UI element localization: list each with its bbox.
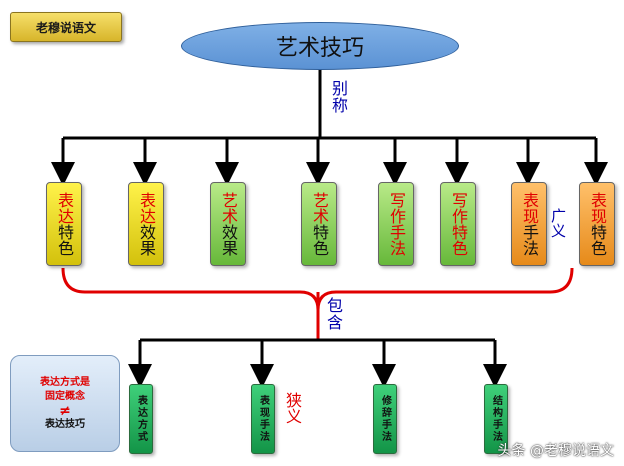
top-item-line1: 艺术 (219, 192, 238, 224)
bottom-item-label: 修辞手法 (379, 395, 391, 443)
top-item-line2: 手法 (520, 224, 539, 256)
top-item-box: 表达特色 (46, 182, 82, 266)
bottom-item-label: 表现手法 (257, 395, 269, 443)
top-item-line1: 写作 (387, 192, 406, 224)
broad-label: 广义 (549, 208, 567, 238)
bottom-item-box: 结构手法 (484, 384, 508, 454)
author-tag: 老穆说语文 (10, 12, 122, 42)
top-item-box: 艺术效果 (210, 182, 246, 266)
top-item-box: 表现手法 (511, 182, 547, 266)
bottom-item-box: 表达方式 (129, 384, 153, 454)
top-item-box: 表现特色 (579, 182, 615, 266)
note-line2: 固定概念 (45, 390, 85, 402)
top-item-line1: 艺术 (310, 192, 329, 224)
top-item-box: 艺术特色 (301, 182, 337, 266)
top-item-line2: 效果 (219, 224, 238, 256)
top-item-line1: 表达 (55, 192, 74, 224)
note-line3: 表达技巧 (45, 418, 85, 430)
top-item-line1: 表达 (137, 192, 156, 224)
bottom-item-label: 结构手法 (490, 395, 502, 443)
top-item-line2: 特色 (55, 224, 74, 256)
root-node-label: 艺术技巧 (275, 36, 364, 61)
watermark: 头条 @老穆说语文 (497, 443, 614, 459)
top-item-line1: 表现 (588, 192, 607, 224)
not-equal-symbol: ≠ (59, 402, 71, 419)
top-arrows (51, 138, 608, 186)
top-item-box: 表达效果 (128, 182, 164, 266)
top-item-line1: 表现 (520, 192, 539, 224)
top-item-box: 写作手法 (378, 182, 414, 266)
bottom-arrows (128, 340, 507, 388)
bottom-item-box: 表现手法 (251, 384, 275, 454)
note-line1: 表达方式是 (40, 376, 90, 388)
top-item-box: 写作特色 (440, 182, 476, 266)
relation-alias-label: 别称 (329, 80, 348, 114)
root-node-ellipse: 艺术技巧 (181, 22, 459, 70)
bottom-item-label: 表达方式 (135, 395, 147, 443)
relation-contains-label: 包含 (324, 297, 343, 331)
top-item-line2: 特色 (449, 224, 468, 256)
top-item-line1: 写作 (449, 192, 468, 224)
top-item-line2: 特色 (588, 224, 607, 256)
bottom-item-box: 修辞手法 (373, 384, 397, 454)
top-item-line2: 手法 (387, 224, 406, 256)
top-item-line2: 特色 (310, 224, 329, 256)
note-box: 表达方式是 固定概念 ≠ 表达技巧 (10, 355, 120, 452)
narrow-label: 狭义 (283, 392, 302, 424)
top-item-line2: 效果 (137, 224, 156, 256)
